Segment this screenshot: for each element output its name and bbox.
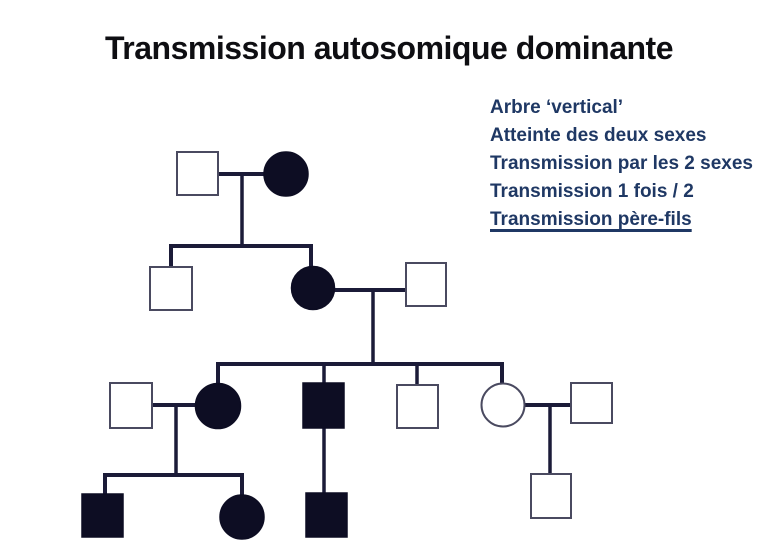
connector-sibship-II	[169, 244, 313, 269]
note-line: Arbre ‘vertical’	[490, 97, 624, 118]
note-line: Transmission par les 2 sexes	[490, 153, 753, 174]
connector-sibship-III	[216, 362, 504, 387]
individual-II-2-female-affected	[290, 265, 336, 311]
individual-IV-4-male-unaffected	[530, 473, 572, 519]
individual-IV-1-male-affected	[81, 493, 124, 538]
individual-IV-2-female-affected	[219, 494, 265, 540]
connector-sibship-IV	[103, 473, 244, 498]
individual-III-5-female-unaffected	[480, 382, 526, 428]
individual-III-4-male-unaffected	[396, 384, 439, 429]
individual-I-2-female-affected	[263, 151, 309, 197]
note-line: Atteinte des deux sexes	[490, 125, 707, 146]
individual-III-2-female-affected	[194, 382, 242, 430]
individual-II-3-male-unaffected	[405, 262, 447, 307]
individual-III-6-male-unaffected	[570, 382, 613, 424]
note-line: Transmission père-fils	[490, 209, 692, 230]
individual-III-3-male-affected	[302, 382, 345, 429]
notes-list: Arbre ‘vertical’ Atteinte des deux sexes…	[490, 94, 753, 234]
individual-II-1-male-unaffected	[149, 266, 193, 311]
note-line: Transmission 1 fois / 2	[490, 181, 694, 202]
individual-IV-3-male-affected	[305, 492, 348, 538]
individual-I-1-male-unaffected	[176, 151, 219, 196]
individual-III-1-male-unaffected	[109, 382, 153, 429]
page-title: Transmission autosomique dominante	[105, 30, 673, 66]
